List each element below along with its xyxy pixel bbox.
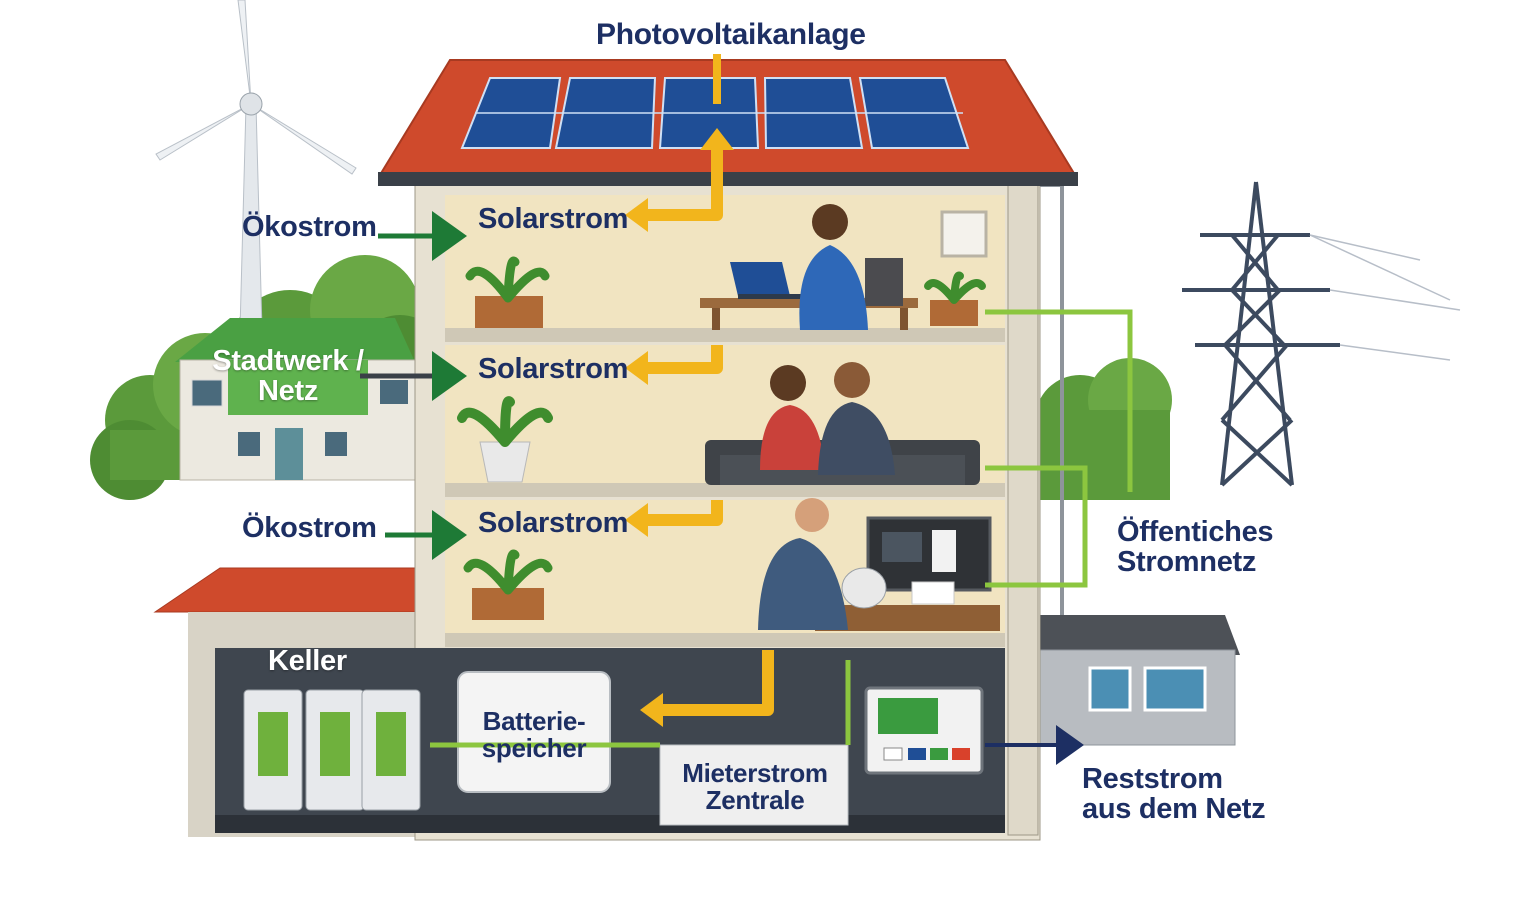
grid-lines (430, 309, 1133, 748)
reststrom-label-line1: Reststrom (1082, 763, 1223, 795)
power-pylon-icon (1182, 181, 1461, 487)
oeffentliches-stromnetz-label: Öffentiches Stromnetz (1117, 516, 1274, 579)
mieterstrom-label-line2: Zentrale (705, 785, 805, 816)
solarstrom-label-floor2: Solarstrom (478, 353, 629, 385)
photovoltaik-label: Photovoltaikanlage (596, 18, 866, 51)
solarstrom-label-floor1: Solarstrom (478, 203, 629, 235)
trees-right (1035, 358, 1172, 500)
wind-turbine-icon (155, 0, 357, 331)
batterie-label-line2: speicher (481, 733, 587, 764)
oekostrom-label-top: Ökostrom (242, 211, 377, 243)
stadtwerk-label-line2: Netz (257, 375, 319, 408)
sofa-icon (705, 362, 980, 485)
reststrom-label-line2: aus dem Netz (1082, 793, 1266, 826)
solar-arrows (645, 150, 774, 716)
oeffentliches-label-line1: Öffentiches (1117, 516, 1274, 548)
mieterstrom-zentrale-label: Mieterstrom Zentrale (664, 758, 846, 816)
floor1-scene (700, 204, 988, 330)
stadtwerk-building (175, 318, 416, 481)
oekostrom-arrows (360, 211, 467, 560)
solarstrom-label-floor3: Solarstrom (478, 507, 629, 539)
stadtwerk-label-line1: Stadtwerk / (212, 345, 364, 377)
battery-cabinet-icon (243, 671, 849, 826)
oekostrom-label-bottom: Ökostrom (242, 512, 377, 544)
keller-label: Keller (268, 645, 347, 677)
solar-panel-icon (460, 77, 970, 149)
mieterstrom-label-line1: Mieterstrom (682, 758, 828, 788)
stadtwerk-label: Stadtwerk / Netz (208, 346, 368, 407)
reststrom-label: Reststrom aus dem Netz (1082, 763, 1266, 826)
pv-pointer (713, 54, 721, 104)
oeffentliches-label-line2: Stromnetz (1117, 546, 1257, 579)
solar-arrowheads (625, 128, 734, 727)
batteriespeicher-label: Batterie- speicher (466, 706, 602, 764)
laptop-icon (730, 262, 804, 299)
smart-meter-icon (864, 686, 984, 775)
plant-icon (457, 256, 986, 620)
batterie-label-line1: Batterie- (482, 706, 586, 736)
floor3-scene (758, 498, 1000, 631)
side-building-right (1035, 615, 1240, 746)
